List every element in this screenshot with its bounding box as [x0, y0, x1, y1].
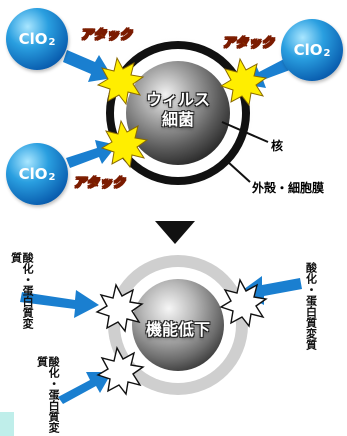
- molecule-sub-text: 2: [323, 47, 331, 59]
- molecule-main-text: ClO: [18, 165, 48, 183]
- bottom-star-right: [219, 278, 268, 328]
- star-left-lower: [100, 119, 149, 169]
- attack-label-top-left: アタック: [80, 28, 133, 44]
- membrane-callout-line: [227, 161, 251, 183]
- top-cell-label-line2: 細菌: [161, 110, 194, 129]
- side-label-left-lower: 酸化・蛋白質変質: [35, 356, 61, 433]
- bottom-star-left-lower: [96, 346, 145, 396]
- nucleus-callout: 核: [271, 139, 284, 153]
- attack-label-left-lower: アタック: [73, 176, 126, 192]
- arrow-bottom-left-lower: [58, 372, 112, 404]
- top-cell-label-line1: ウィルス: [145, 90, 210, 109]
- arrow-bottom-left-upper: [20, 290, 99, 318]
- membrane-callout: 外殻・細胞膜: [252, 181, 325, 195]
- star-top-right: [219, 57, 268, 107]
- bottom-cell-nucleus: [132, 279, 224, 371]
- side-label-right: 酸化・蛋白質変質: [304, 262, 318, 350]
- molecule-sub-text: 2: [48, 171, 56, 183]
- attack-label-top-right: アタック: [222, 36, 275, 52]
- down-triangle: [155, 221, 195, 244]
- molecule-main-text: ClO: [18, 30, 48, 48]
- nucleus-callout-line: [221, 121, 269, 143]
- molecule-main-text: ClO: [293, 41, 323, 59]
- molecule-sub-text: 2: [48, 36, 56, 48]
- arrow-top-left: [63, 50, 113, 82]
- bottom-cell-label: 機能低下: [145, 320, 210, 339]
- side-label-left-upper: 酸化・蛋白質変質: [9, 252, 35, 329]
- bottom-star-left-upper: [95, 283, 144, 333]
- corner-accent: [0, 412, 14, 436]
- top-cell-nucleus: [126, 61, 230, 165]
- star-top-left: [96, 56, 145, 106]
- top-cell-label: ウィルス 細菌: [138, 90, 218, 130]
